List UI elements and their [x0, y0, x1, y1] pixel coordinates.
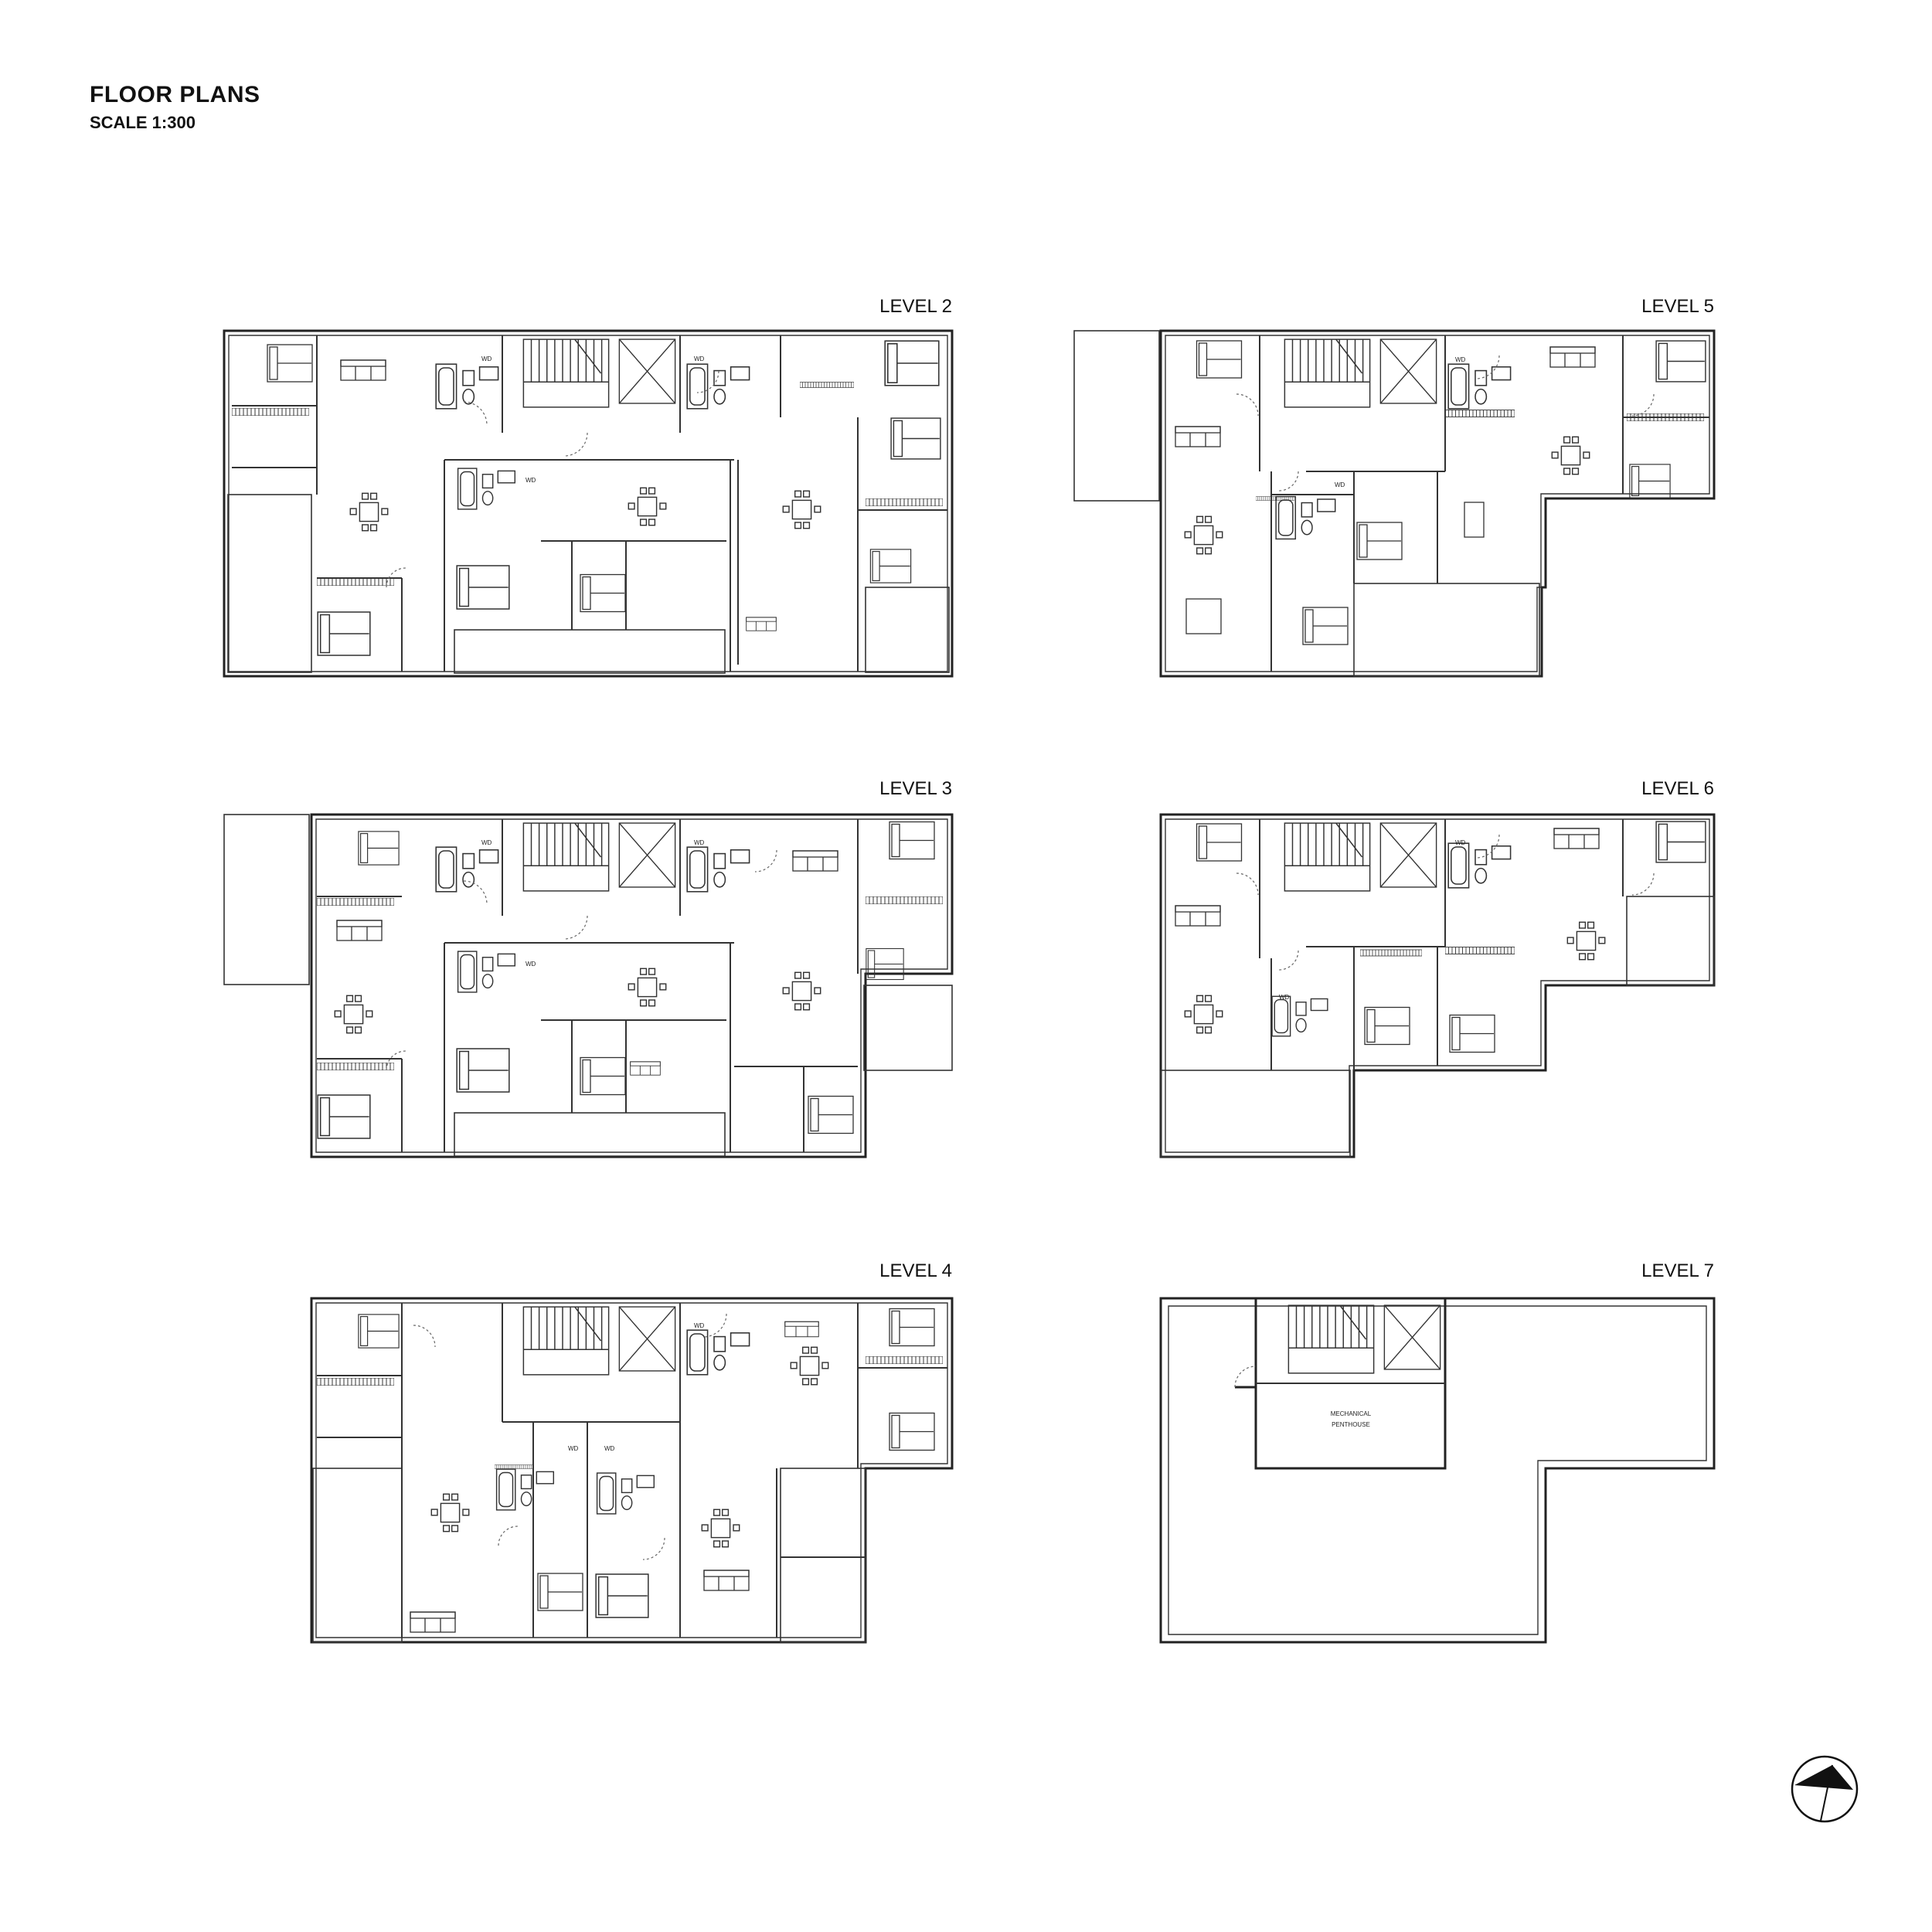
wd-label: WD	[1335, 481, 1345, 488]
level-5-plan: LEVEL 5 WD	[1073, 296, 1716, 678]
wd-label: WD	[526, 477, 536, 484]
level-6-plan: LEVEL 6 WD WD	[1159, 778, 1716, 1158]
level-6-label: LEVEL 6	[1641, 778, 1714, 799]
sheet-title: FLOOR PLANS	[90, 82, 260, 107]
level-7-plan: LEVEL 7 MECHANICAL PENTHOUSE	[1159, 1260, 1716, 1644]
wd-label: WD	[694, 1322, 705, 1329]
mechanical-label: MECHANICAL	[1331, 1410, 1372, 1417]
level-4-label: LEVEL 4	[879, 1260, 952, 1281]
wd-label: WD	[526, 961, 536, 968]
level-2-plan: LEVEL 2	[223, 296, 954, 678]
north-arrow-icon	[1791, 1755, 1859, 1823]
level-2-label: LEVEL 2	[879, 296, 952, 317]
wd-label: WD	[694, 355, 705, 362]
wd-label: WD	[568, 1445, 579, 1452]
level-3-label: LEVEL 3	[879, 778, 952, 799]
level-7-label: LEVEL 7	[1641, 1260, 1714, 1281]
wd-label: WD	[481, 355, 492, 362]
wd-label: WD	[604, 1445, 615, 1452]
sheet-scale: SCALE 1:300	[90, 113, 196, 132]
wd-label: WD	[1279, 994, 1290, 1001]
level-3-plan: LEVEL 3	[223, 778, 954, 1158]
level-4-plan: LEVEL 4	[310, 1260, 954, 1644]
wd-label: WD	[481, 839, 492, 846]
wd-label: WD	[1455, 839, 1466, 846]
wd-label: WD	[694, 839, 705, 846]
level-5-label: LEVEL 5	[1641, 296, 1714, 317]
penthouse-label: PENTHOUSE	[1332, 1421, 1370, 1428]
wd-label: WD	[1455, 356, 1466, 363]
